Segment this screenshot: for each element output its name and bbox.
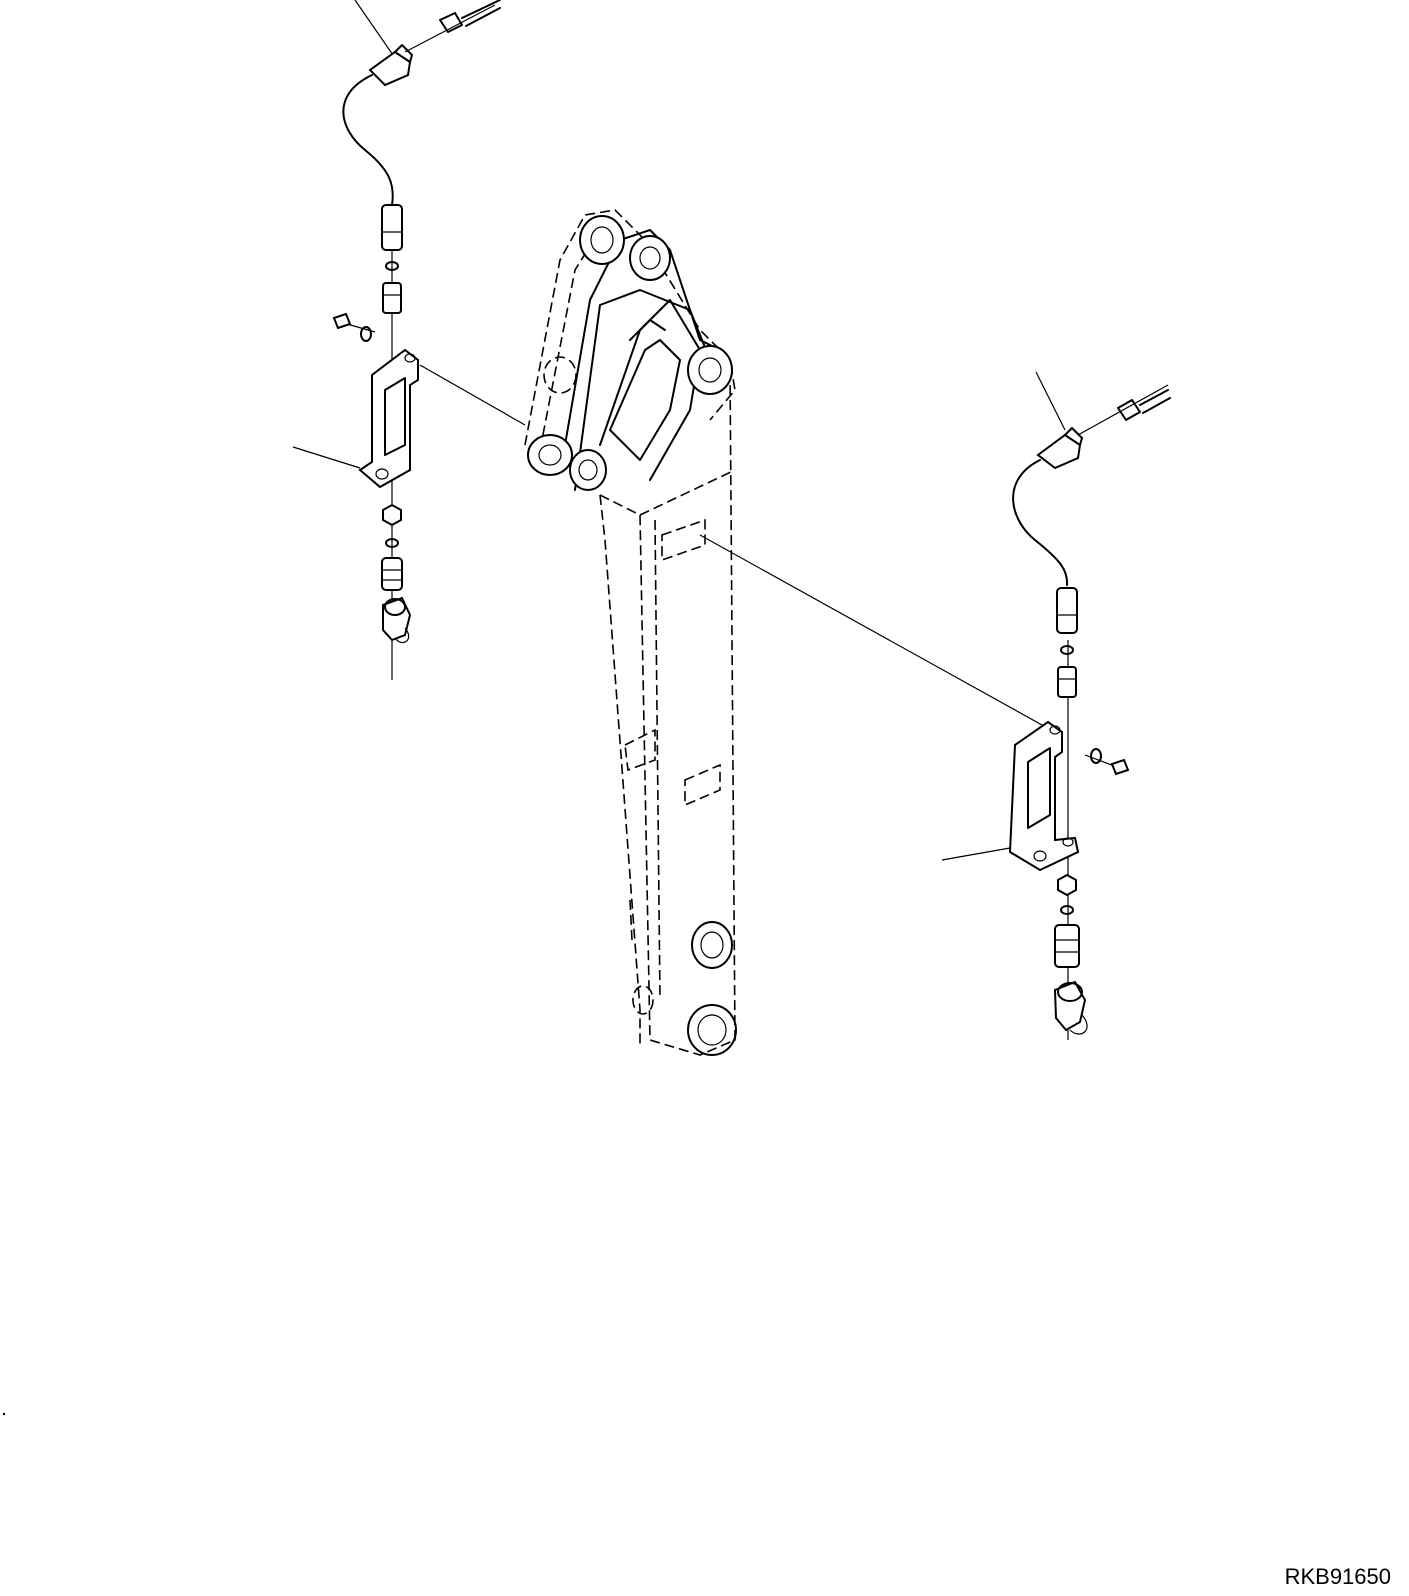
drawing-code: RKB91650 <box>1284 1564 1391 1589</box>
arm-outline <box>524 209 737 1056</box>
stray-mark <box>2 1412 6 1416</box>
right-sensor-assembly <box>1008 389 1171 1035</box>
leader-lines <box>292 0 1169 1040</box>
left-sensor-assembly <box>332 0 501 643</box>
